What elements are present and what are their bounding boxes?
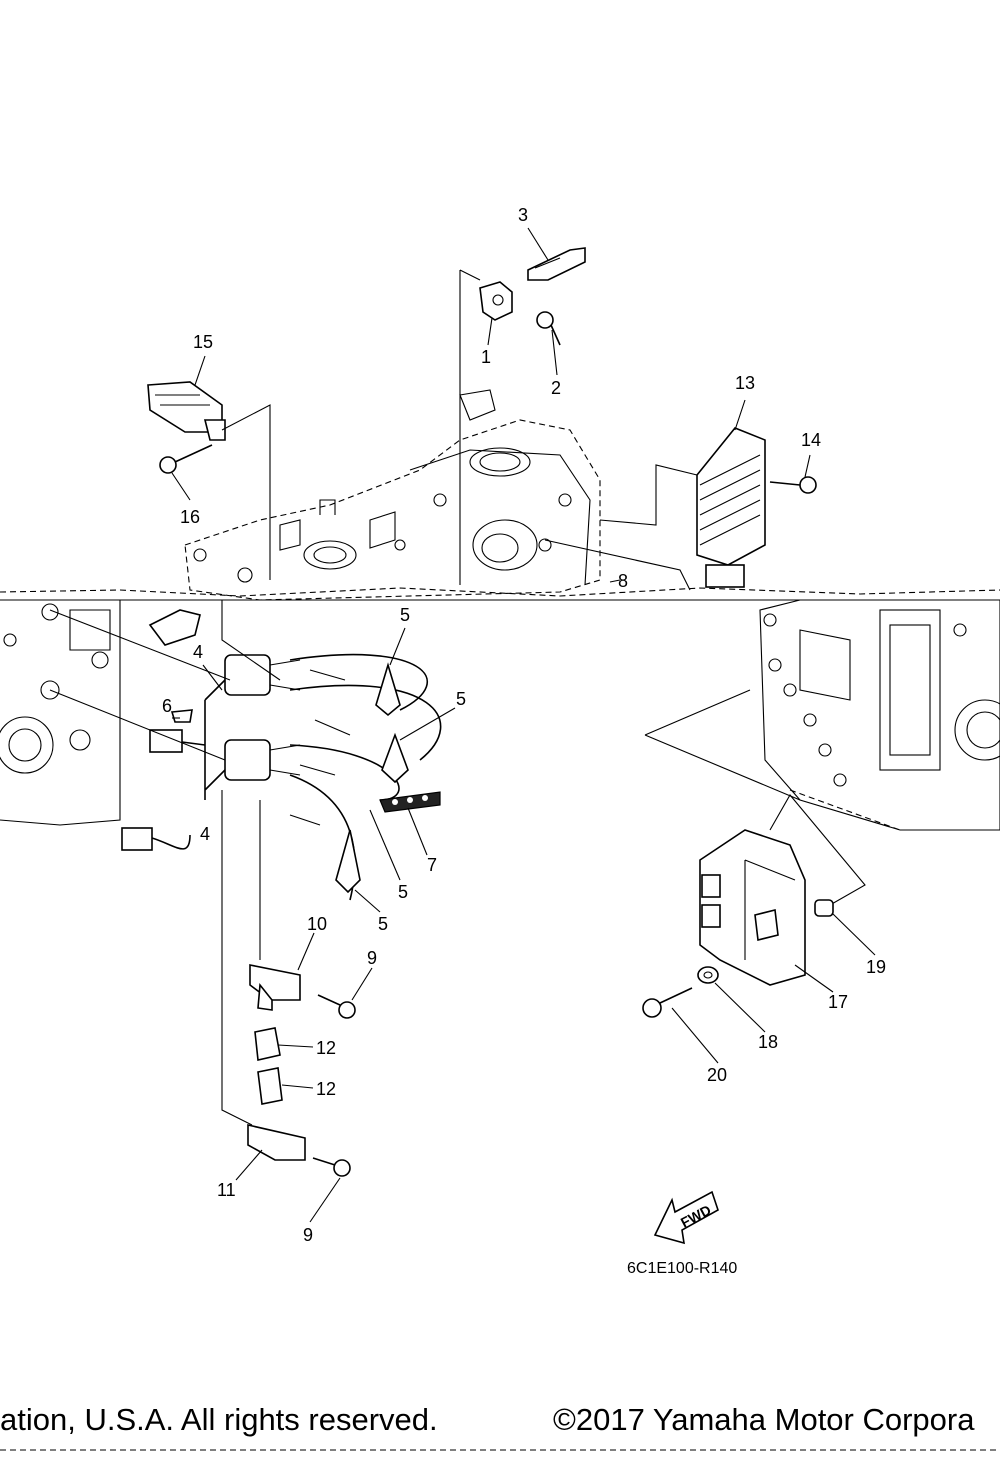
spark-plug-caps-part-5 (289, 653, 442, 901)
copyright-fragment-right: ©2017 Yamaha Motor Corpora (553, 1402, 975, 1437)
callout-11: 11 (217, 1180, 236, 1200)
callout-19: 19 (866, 957, 886, 977)
ecm-part-17 (699, 829, 806, 986)
callout-2: 2 (551, 378, 561, 398)
callout-6: 6 (162, 696, 172, 716)
callout-12b: 12 (316, 1079, 336, 1099)
break-line (0, 587, 1000, 597)
harness-holder-part-7 (379, 791, 441, 813)
callout-20: 20 (707, 1065, 727, 1085)
forward-arrow-icon: FWD (653, 1190, 719, 1245)
ignition-coils-part-4 (204, 654, 301, 800)
bolt-part-20 (642, 987, 693, 1018)
lower-right-engine-block (759, 599, 1000, 831)
bolt-part-9-lower (312, 1157, 351, 1177)
bolt-part-14 (769, 476, 817, 494)
lower-left-engine-block (0, 599, 121, 826)
bracket-part-3 (527, 247, 586, 281)
drawing-code: 6C1E100-R140 (627, 1260, 737, 1277)
clip-part-12-lower (257, 1067, 283, 1105)
copyright-fragment-left: ation, U.S.A. All rights reserved. (0, 1402, 438, 1437)
collar-part-19 (814, 899, 834, 917)
callout-3: 3 (518, 205, 528, 225)
callout-18: 18 (758, 1032, 778, 1052)
callout-17: 17 (828, 992, 848, 1012)
callout-10: 10 (307, 914, 327, 934)
callout-5b: 5 (456, 689, 466, 709)
callout-13: 13 (735, 373, 755, 393)
callout-labels: 1 2 3 4 4 5 5 5 5 6 7 8 9 9 10 11 12 12 … (162, 205, 886, 1245)
clip-part-6 (170, 709, 193, 723)
bolt-part-16 (159, 444, 213, 474)
upper-engine-block (184, 389, 601, 601)
callout-5c: 5 (398, 882, 408, 902)
rectifier-part-13 (696, 427, 766, 588)
callout-7: 7 (427, 855, 437, 875)
callout-9a: 9 (367, 948, 377, 968)
callout-9b: 9 (303, 1225, 313, 1245)
bracket-part-11 (247, 1123, 306, 1161)
clamp-part-1 (479, 281, 513, 321)
grommet-part-18 (697, 966, 719, 984)
bolt-part-2 (536, 311, 561, 346)
bracket-part-10 (249, 964, 301, 1011)
bolt-part-9-upper (317, 994, 356, 1019)
callout-4b: 4 (200, 824, 210, 844)
callout-8: 8 (618, 571, 628, 591)
callout-leaders (171, 227, 876, 1223)
callout-15: 15 (193, 332, 213, 352)
callout-5a: 5 (400, 605, 410, 625)
clip-part-12-upper (254, 1027, 281, 1061)
callout-16: 16 (180, 507, 200, 527)
callout-1: 1 (481, 347, 491, 367)
grommet-clip-upper-left (148, 609, 201, 646)
cover-part-15 (147, 381, 226, 441)
connector-left (121, 729, 206, 851)
callout-12a: 12 (316, 1038, 336, 1058)
callout-5d: 5 (378, 914, 388, 934)
callout-4a: 4 (193, 642, 203, 662)
callout-14: 14 (801, 430, 821, 450)
